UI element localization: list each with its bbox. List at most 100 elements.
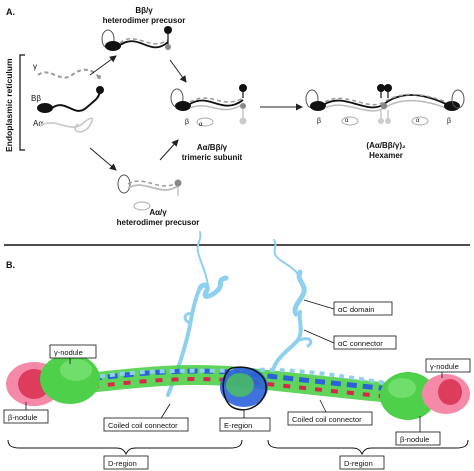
hexamer-line2: Hexamer bbox=[369, 151, 403, 160]
d-region-right-brace bbox=[267, 439, 469, 456]
hex-alpha-loop-left bbox=[341, 116, 359, 126]
tri-knob-grey bbox=[240, 103, 246, 109]
bg-beta-nodule bbox=[105, 41, 121, 51]
tri-beta-label: β bbox=[185, 119, 189, 126]
ag-gamma-loop bbox=[117, 174, 131, 194]
hex-alpha-loop-right bbox=[411, 116, 429, 126]
tri-beta-line bbox=[189, 99, 244, 107]
callouts: αC domain αC connector γ-nodule γ-nodule… bbox=[3, 301, 471, 446]
ac-connector-box bbox=[333, 335, 397, 350]
left-ac-tail bbox=[196, 231, 209, 287]
gamma-chain-line bbox=[37, 68, 99, 79]
ag-alpha-line bbox=[127, 184, 179, 191]
panel-b-letter: B. bbox=[6, 260, 15, 270]
arrow-ag-to-trimer bbox=[159, 139, 179, 161]
trimeric-line1: Aα/Bβ/γ bbox=[197, 143, 228, 152]
arrow-to-bg-precursor bbox=[89, 55, 117, 76]
er-label: Endoplasmic reticulum bbox=[4, 58, 14, 152]
panel-a-letter: A. bbox=[6, 7, 15, 17]
beta-nodule-left-label: β-nodule bbox=[8, 413, 37, 422]
gamma-chain-end bbox=[97, 75, 101, 79]
right-gamma-nodule-highlight bbox=[388, 378, 416, 398]
ag-alpha-loop bbox=[133, 201, 151, 211]
hex-knob-right bbox=[384, 84, 392, 92]
coiled-right-box bbox=[287, 411, 373, 426]
beta-nodule-left-box bbox=[3, 409, 49, 424]
hex-alpha-label-right: α bbox=[416, 118, 420, 124]
hex-left-beta-nodule bbox=[310, 101, 326, 111]
hex-alpha-label-left: α bbox=[345, 118, 349, 124]
tri-alpha-label: α bbox=[199, 122, 203, 128]
bg-precursor-line2: heterodimer precusor bbox=[103, 16, 186, 25]
gamma-nodule-right-label: γ-nodule bbox=[430, 362, 459, 371]
bg-precursor-line1: Bβ/γ bbox=[135, 6, 153, 15]
bg-gamma-line bbox=[119, 38, 169, 45]
right-d-nodules bbox=[380, 372, 470, 420]
bbeta-chain-end bbox=[96, 86, 104, 94]
hex-left-beta-label: β bbox=[317, 118, 321, 125]
coiled-right-label: Coiled coil connector bbox=[292, 415, 362, 424]
ac-domain-label: αC domain bbox=[338, 305, 374, 314]
bg-end-grey bbox=[165, 44, 171, 50]
d-region-left-label: D-region bbox=[108, 459, 137, 468]
ag-precursor-line2: heterodimer precusor bbox=[117, 218, 200, 227]
d-region-braces bbox=[7, 439, 469, 456]
beta-nodule-right-label: β-nodule bbox=[400, 435, 429, 444]
coiled-left-box bbox=[103, 417, 189, 432]
bg-heterodimer-precursor: Bβ/γ heterodimer precusor bbox=[101, 6, 186, 51]
left-ac-domain bbox=[197, 275, 229, 299]
bbeta-chain-line bbox=[51, 91, 101, 112]
hex-lower-knob-right bbox=[385, 118, 391, 124]
ag-heterodimer-precursor: Aα/γ heterodimer precusor bbox=[117, 174, 200, 227]
d-region-left-brace bbox=[7, 439, 243, 456]
beta-nodule-right-box bbox=[395, 431, 441, 446]
bg-end-knob bbox=[164, 26, 172, 34]
gamma-nodule-left-box bbox=[49, 344, 97, 359]
arrow-to-ag-precursor bbox=[89, 147, 117, 171]
hexamer-line1: (Aα/Bβ/γ)₂ bbox=[366, 141, 406, 150]
bbeta-chain-nodule bbox=[37, 103, 53, 113]
free-chains: γ Bβ Aα bbox=[31, 62, 104, 133]
e-region-outline bbox=[222, 366, 267, 411]
tri-knob-black bbox=[239, 84, 247, 92]
trimeric-subunit: β α Aα/Bβ/γ trimeric subunit bbox=[170, 84, 247, 162]
d-region-right-box bbox=[339, 455, 385, 470]
trimeric-line2: trimeric subunit bbox=[182, 153, 243, 162]
e-region-box bbox=[219, 417, 271, 432]
bg-beta-line bbox=[119, 40, 169, 49]
gamma-nodule-left-label: γ-nodule bbox=[54, 348, 83, 357]
left-d-nodules bbox=[6, 354, 100, 406]
e-region-green bbox=[226, 373, 254, 397]
tri-alpha-loop bbox=[196, 117, 214, 127]
tri-alpha-line bbox=[189, 103, 244, 111]
gamma-nodule-right-box bbox=[425, 358, 471, 373]
ac-domain-box bbox=[333, 301, 393, 316]
tri-beta-nodule bbox=[175, 101, 191, 111]
left-gamma-nodule-highlight bbox=[60, 359, 92, 381]
ag-precursor-line1: Aα/γ bbox=[149, 208, 167, 217]
bbeta-chain-label: Bβ bbox=[31, 94, 41, 103]
ag-end-grey bbox=[174, 179, 182, 187]
right-ac-kink bbox=[298, 337, 313, 348]
e-region bbox=[220, 366, 268, 411]
hex-knob-left bbox=[377, 84, 385, 92]
tri-knob-light bbox=[239, 117, 247, 125]
d-region-right-label: D-region bbox=[344, 459, 373, 468]
hex-right-beta-label: β bbox=[447, 118, 451, 125]
er-bracket bbox=[19, 54, 25, 151]
right-ac-connector bbox=[269, 310, 303, 382]
right-beta-nodule-core bbox=[438, 379, 462, 405]
right-ac-domain bbox=[292, 269, 307, 317]
hex-right-gamma-loop bbox=[451, 89, 465, 109]
left-ac-kink bbox=[183, 312, 194, 324]
callout-leaders bbox=[25, 299, 443, 432]
hexamer: β α α β (Aα/Bβ/γ)₂ Hexamer bbox=[305, 84, 465, 160]
d-region-left-box bbox=[103, 455, 149, 470]
aalpha-chain-line bbox=[39, 117, 94, 133]
hex-right-beta-nodule bbox=[444, 101, 460, 111]
aalpha-chain-label: Aα bbox=[33, 119, 43, 128]
hex-center-grey bbox=[380, 102, 388, 110]
e-region-label: E-region bbox=[224, 421, 252, 430]
hex-lower-knob-left bbox=[378, 118, 384, 124]
